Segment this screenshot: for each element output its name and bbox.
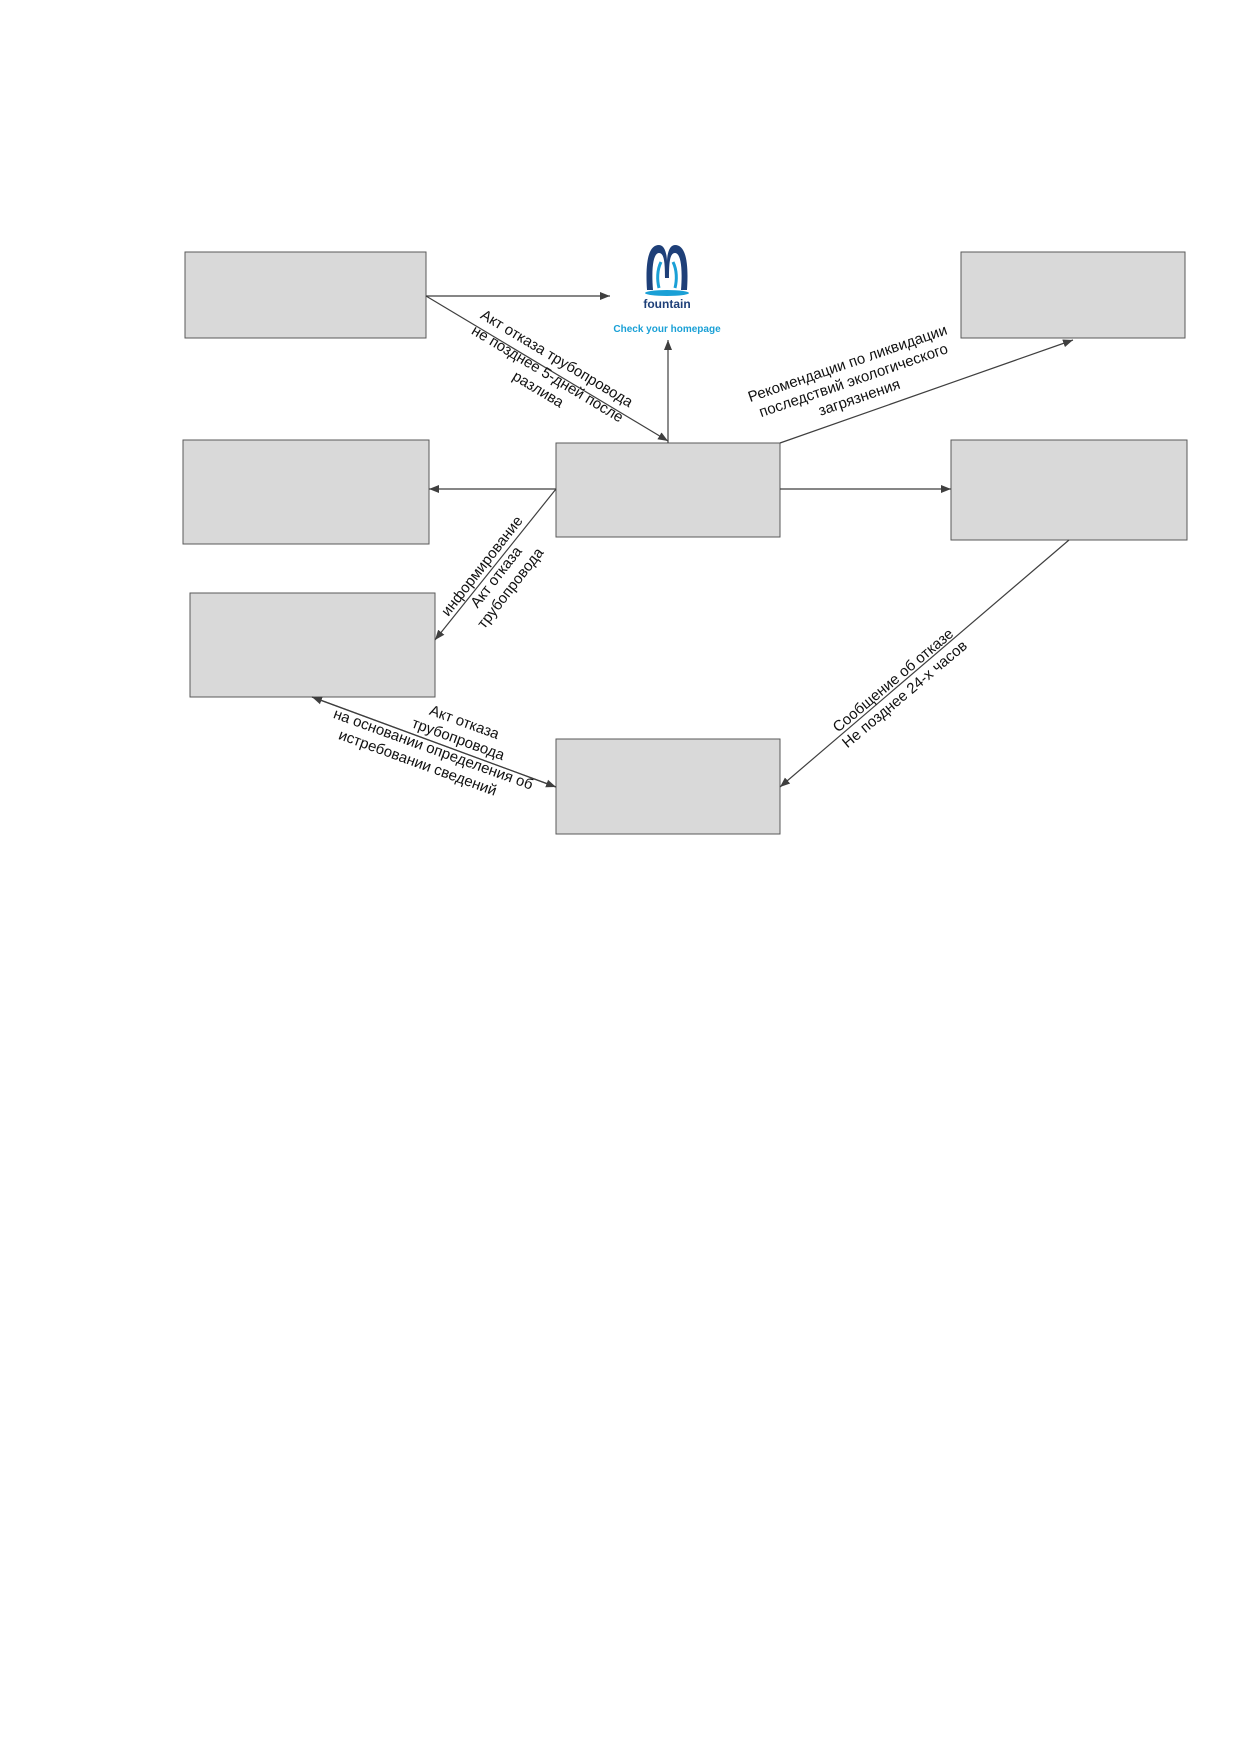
box-middle-left <box>182 439 430 545</box>
arrow-center-to-lower-left <box>434 488 557 641</box>
logo-tagline: Check your homepage <box>613 324 721 335</box>
fountain-logo: fountain Check your homepage <box>613 245 721 335</box>
arrow-center-to-top-right <box>779 339 1074 444</box>
arrow-middle-right-to-bottom <box>779 539 1070 788</box>
box-lower-left <box>189 592 436 698</box>
label-line: Сообщение об отказе <box>830 625 957 736</box>
fountain-icon <box>645 245 689 296</box>
box-top-right <box>960 251 1186 339</box>
label-line: Не позднее 24-х часов <box>839 637 971 751</box>
arrow-top-left-to-center <box>425 295 669 442</box>
logo-name: fountain <box>643 297 690 311</box>
label-center-to-top-right: Рекомендации по ликвидации последствий э… <box>746 322 950 421</box>
box-bottom <box>555 738 781 835</box>
label-right-to-bottom: Сообщение об отказе Не позднее 24-х часо… <box>830 625 971 751</box>
label-line: не позднее 5-дней после <box>468 322 626 426</box>
box-top-left <box>184 251 427 339</box>
arrow-lower-left-to-bottom <box>311 696 557 788</box>
label-center-to-lower-left: информирование Акт отказа трубопровода <box>438 513 548 632</box>
box-middle-right <box>950 439 1188 541</box>
box-center <box>555 442 781 538</box>
label-center-to-top-left: Акт отказа трубопровода не позднее 5-дне… <box>468 306 636 426</box>
